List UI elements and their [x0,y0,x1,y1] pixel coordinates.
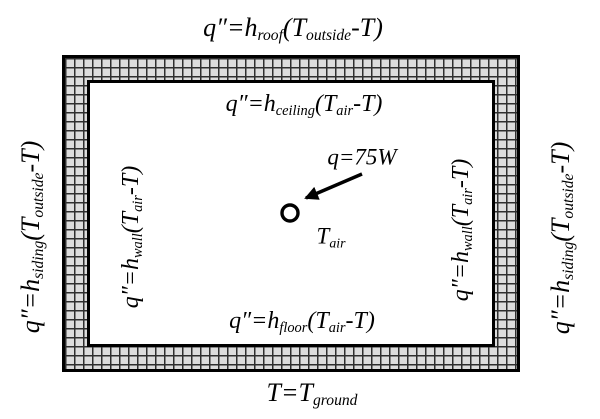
wall-right-heat-flux-equation: q″=hwall(Tair-T) [448,158,477,302]
siding-left-heat-flux-equation: q″=hsiding(Toutside-T) [16,140,48,334]
room-interior [87,80,495,347]
floor-heat-flux-equation: q″=hfloor(Tair-T) [229,308,375,337]
heat-source-power-label: q=75W [327,144,397,170]
roof-heat-flux-equation: q″=hroof(Toutside-T) [203,13,383,45]
ceiling-heat-flux-equation: q″=hceiling(Tair-T) [225,91,383,120]
siding-right-heat-flux-equation: q″=hsiding(Toutside-T) [546,141,578,335]
ground-temperature-equation: T=Tground [266,378,358,410]
air-temperature-label: Tair [316,223,346,251]
wall-left-heat-flux-equation: q″=hwall(Tair-T) [118,165,147,309]
